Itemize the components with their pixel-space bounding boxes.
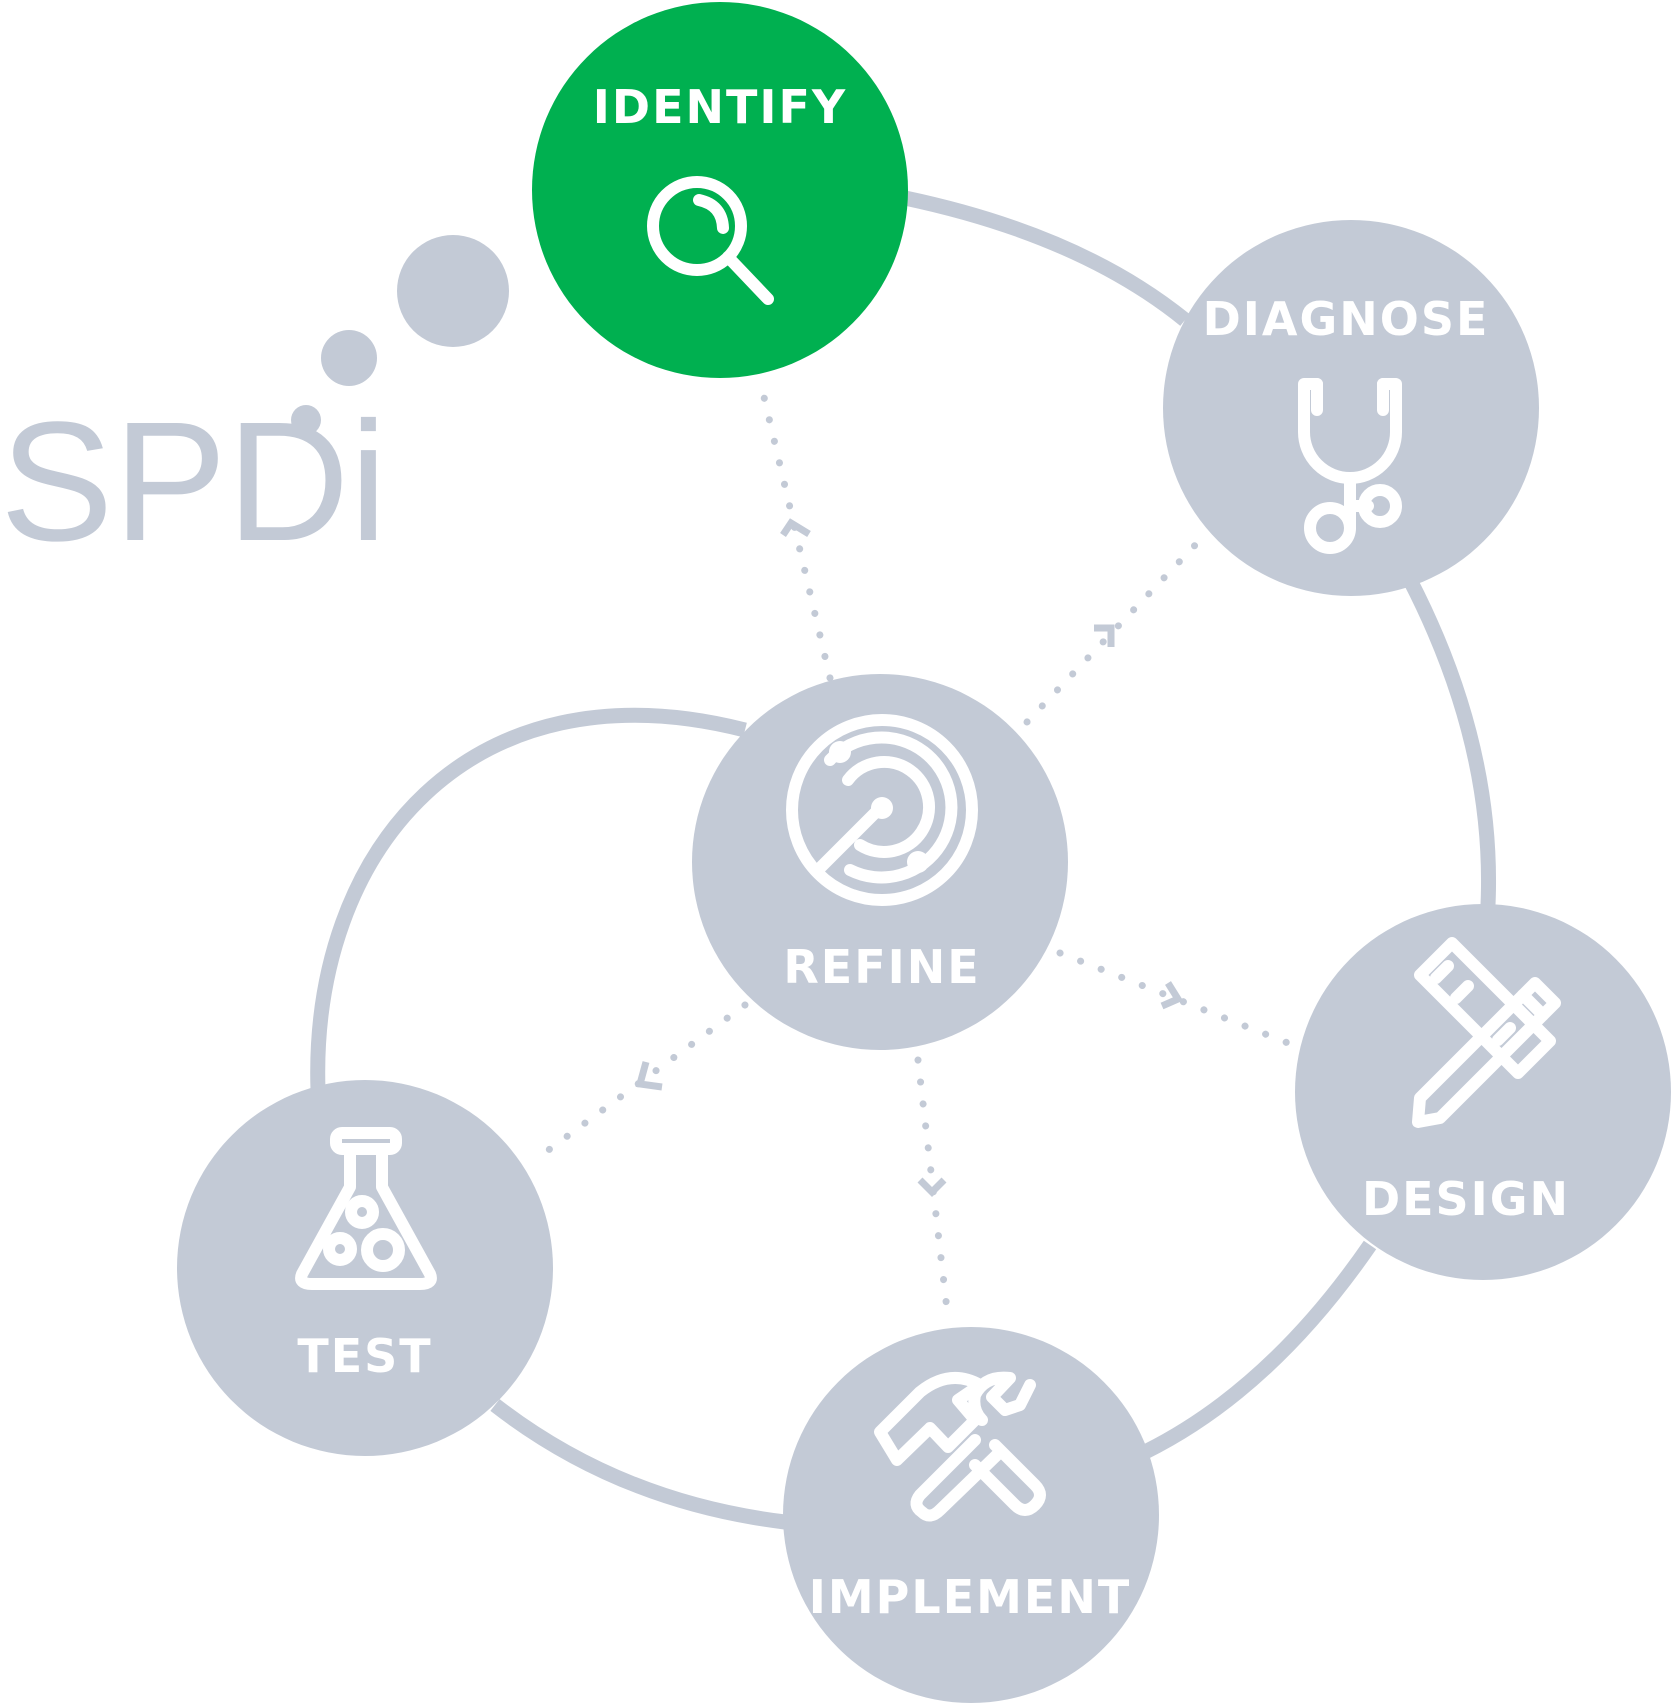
arc-identify-diagnose [903, 190, 1190, 326]
arrowhead-implement [917, 1177, 947, 1197]
arc-test-refine [310, 707, 747, 1091]
arrowhead-test [635, 1061, 663, 1091]
arrowhead-design [1160, 981, 1184, 1010]
dot-medium [321, 330, 377, 386]
node-label: REFINE [783, 940, 980, 994]
node-label: TEST [297, 1329, 432, 1383]
node-label: DIAGNOSE [1203, 292, 1490, 346]
dot-small [291, 405, 321, 435]
node-circle [783, 1327, 1159, 1703]
brand-logo-text: SPDi [0, 387, 387, 577]
flask-icon [295, 1127, 437, 1290]
tools-icon [874, 1371, 1046, 1522]
radar-icon [786, 714, 978, 906]
node-identify[interactable]: IDENTIFY [532, 2, 908, 378]
node-label: IDENTIFY [593, 80, 847, 134]
dot-large [397, 235, 509, 347]
node-circle [1295, 904, 1671, 1280]
pencil-ruler-icon [1412, 937, 1561, 1128]
node-diagnose[interactable]: DIAGNOSE [1163, 220, 1539, 596]
node-label: DESIGN [1362, 1172, 1570, 1226]
stethoscope-icon [1298, 378, 1402, 554]
node-test[interactable]: TEST [177, 1080, 553, 1456]
arc-diagnose-design [1403, 576, 1496, 906]
arc-design-implement [1141, 1240, 1377, 1459]
magnifier-icon [647, 176, 774, 305]
node-implement[interactable]: IMPLEMENT [783, 1327, 1159, 1703]
spoke-refine-design [1056, 949, 1297, 1049]
node-refine[interactable]: REFINE [692, 674, 1068, 1050]
dotted-spokes [531, 376, 1297, 1322]
node-label: IMPLEMENT [809, 1570, 1131, 1624]
arrowhead-identify [780, 518, 811, 537]
arrowhead-diagnose [1094, 624, 1115, 647]
spoke-refine-diagnose [1023, 536, 1204, 726]
node-circle [1163, 220, 1539, 596]
cycle-connectors [310, 190, 1496, 1530]
arc-implement-test [490, 1399, 786, 1530]
node-circle [177, 1080, 553, 1456]
decorative-dots [291, 235, 509, 435]
node-circle [692, 674, 1068, 1050]
node-design[interactable]: DESIGN [1295, 904, 1671, 1280]
